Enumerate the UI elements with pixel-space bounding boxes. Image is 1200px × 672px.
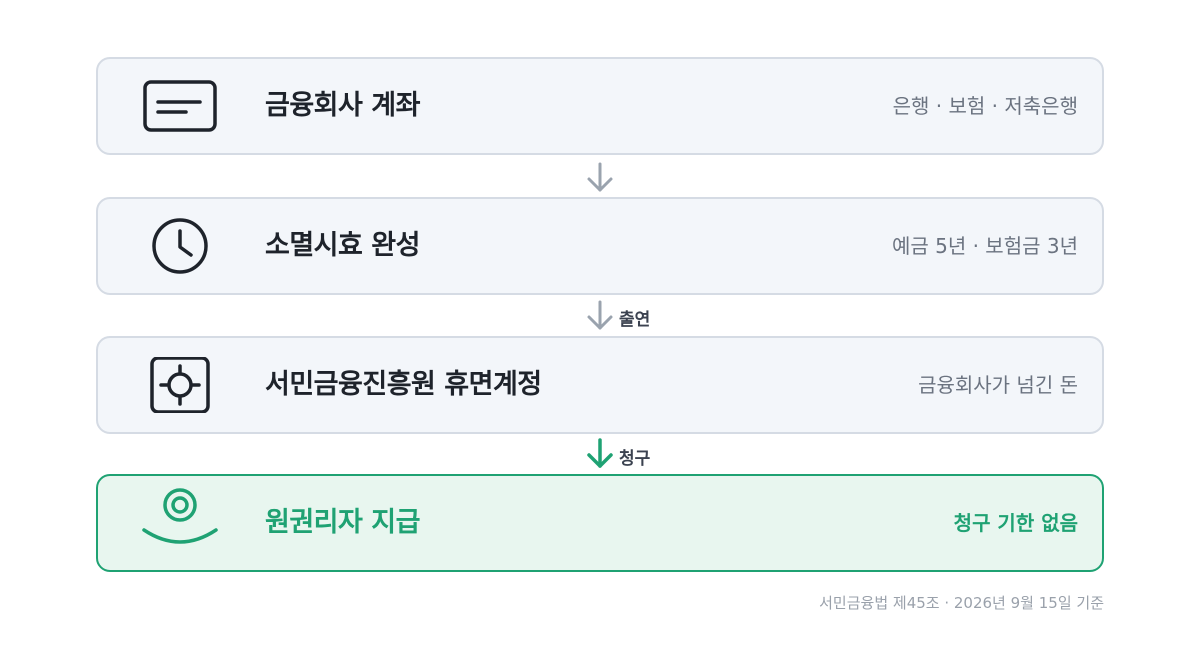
step-title: 금융회사 계좌 bbox=[265, 90, 420, 121]
step-title: 원권리자 지급 bbox=[265, 507, 420, 538]
step-title: 서민금융진흥원 휴면계정 bbox=[265, 369, 542, 400]
card-icon bbox=[143, 80, 217, 132]
step-card-payout: 원권리자 지급 청구 기한 없음 bbox=[96, 474, 1104, 572]
step-description: 은행 · 보험 · 저축은행 bbox=[892, 94, 1078, 118]
step-card-prescription: 소멸시효 완성 예금 5년 · 보험금 3년 bbox=[96, 197, 1104, 295]
person-icon bbox=[142, 488, 218, 544]
arrow-down-icon bbox=[587, 300, 613, 330]
step-description: 청구 기한 없음 bbox=[953, 511, 1078, 535]
arrow-down-icon bbox=[587, 438, 613, 468]
step-title: 소멸시효 완성 bbox=[265, 230, 420, 261]
step-description: 예금 5년 · 보험금 3년 bbox=[891, 234, 1078, 258]
step-card-account: 금융회사 계좌 은행 · 보험 · 저축은행 bbox=[96, 57, 1104, 155]
arrow-label: 출연 bbox=[619, 310, 651, 330]
safe-icon bbox=[150, 357, 210, 413]
footnote: 서민금융법 제45조 · 2026년 9월 15일 기준 bbox=[819, 594, 1104, 612]
step-card-dormant-account: 서민금융진흥원 휴면계정 금융회사가 넘긴 돈 bbox=[96, 336, 1104, 434]
step-description: 금융회사가 넘긴 돈 bbox=[918, 373, 1078, 397]
arrow-down-icon bbox=[587, 162, 613, 192]
arrow-label: 청구 bbox=[619, 449, 651, 469]
clock-icon bbox=[152, 218, 208, 274]
